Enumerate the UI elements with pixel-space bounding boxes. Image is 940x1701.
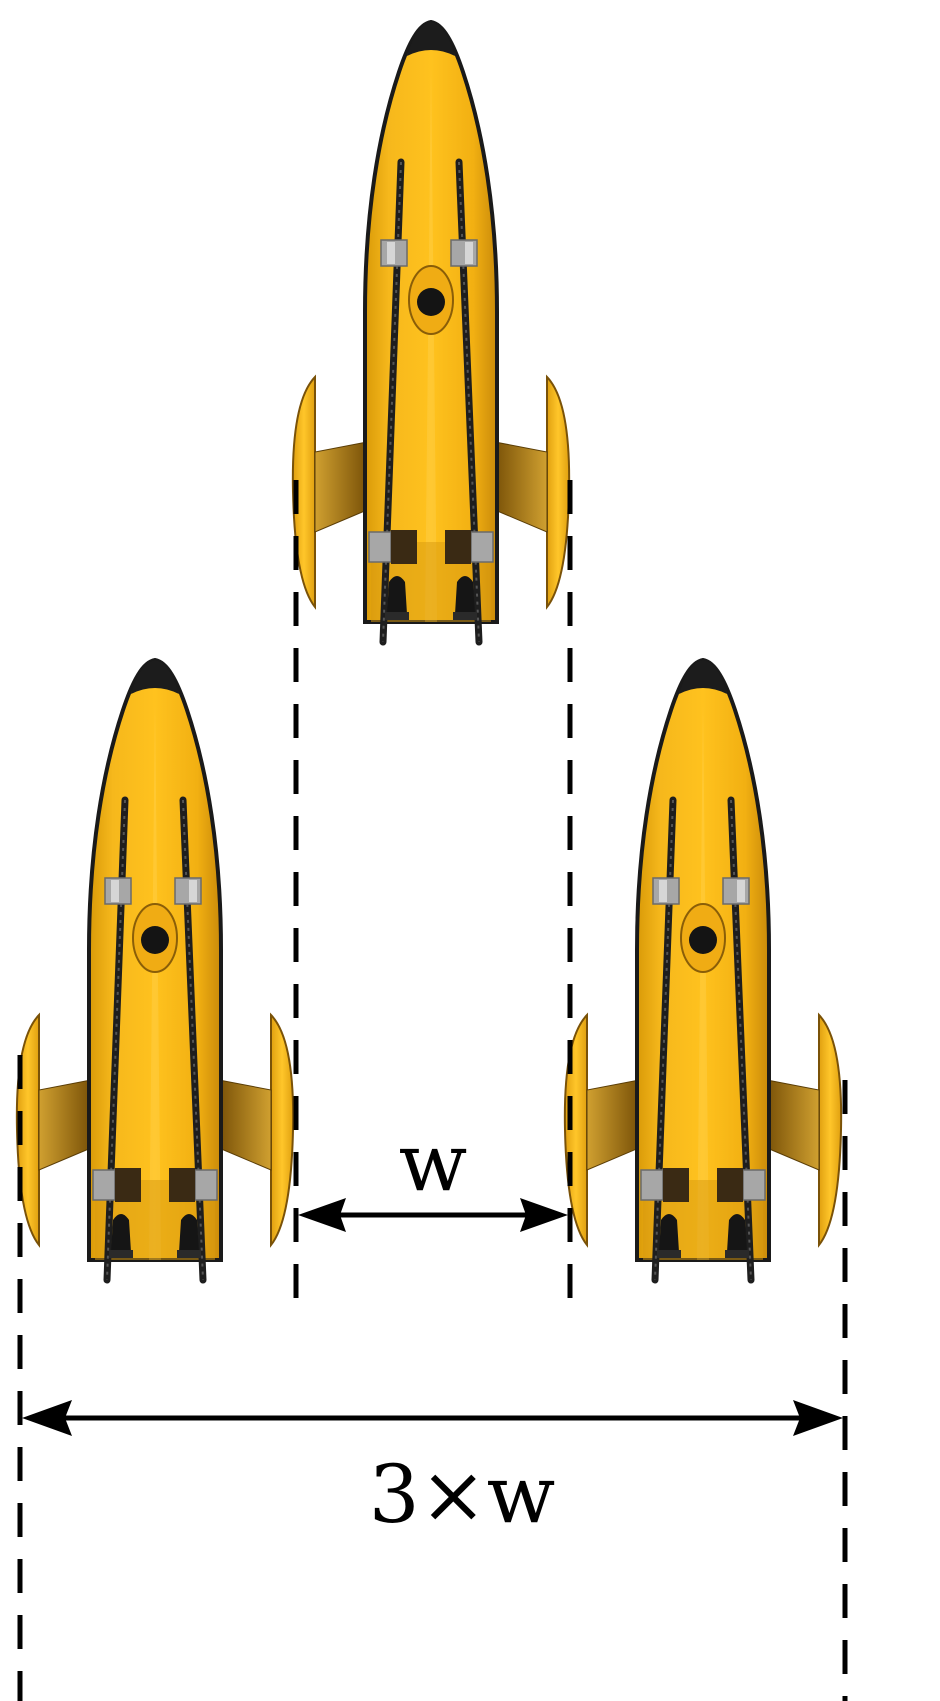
vehicle-right [565,660,841,1280]
vehicle-lead [293,22,569,642]
label-w: w [399,1116,467,1209]
dimension-arrow-3w [22,1400,843,1436]
vehicle-left [17,660,293,1280]
label-3w: 3×w [369,1448,555,1541]
dimension-arrow-w [298,1198,568,1232]
